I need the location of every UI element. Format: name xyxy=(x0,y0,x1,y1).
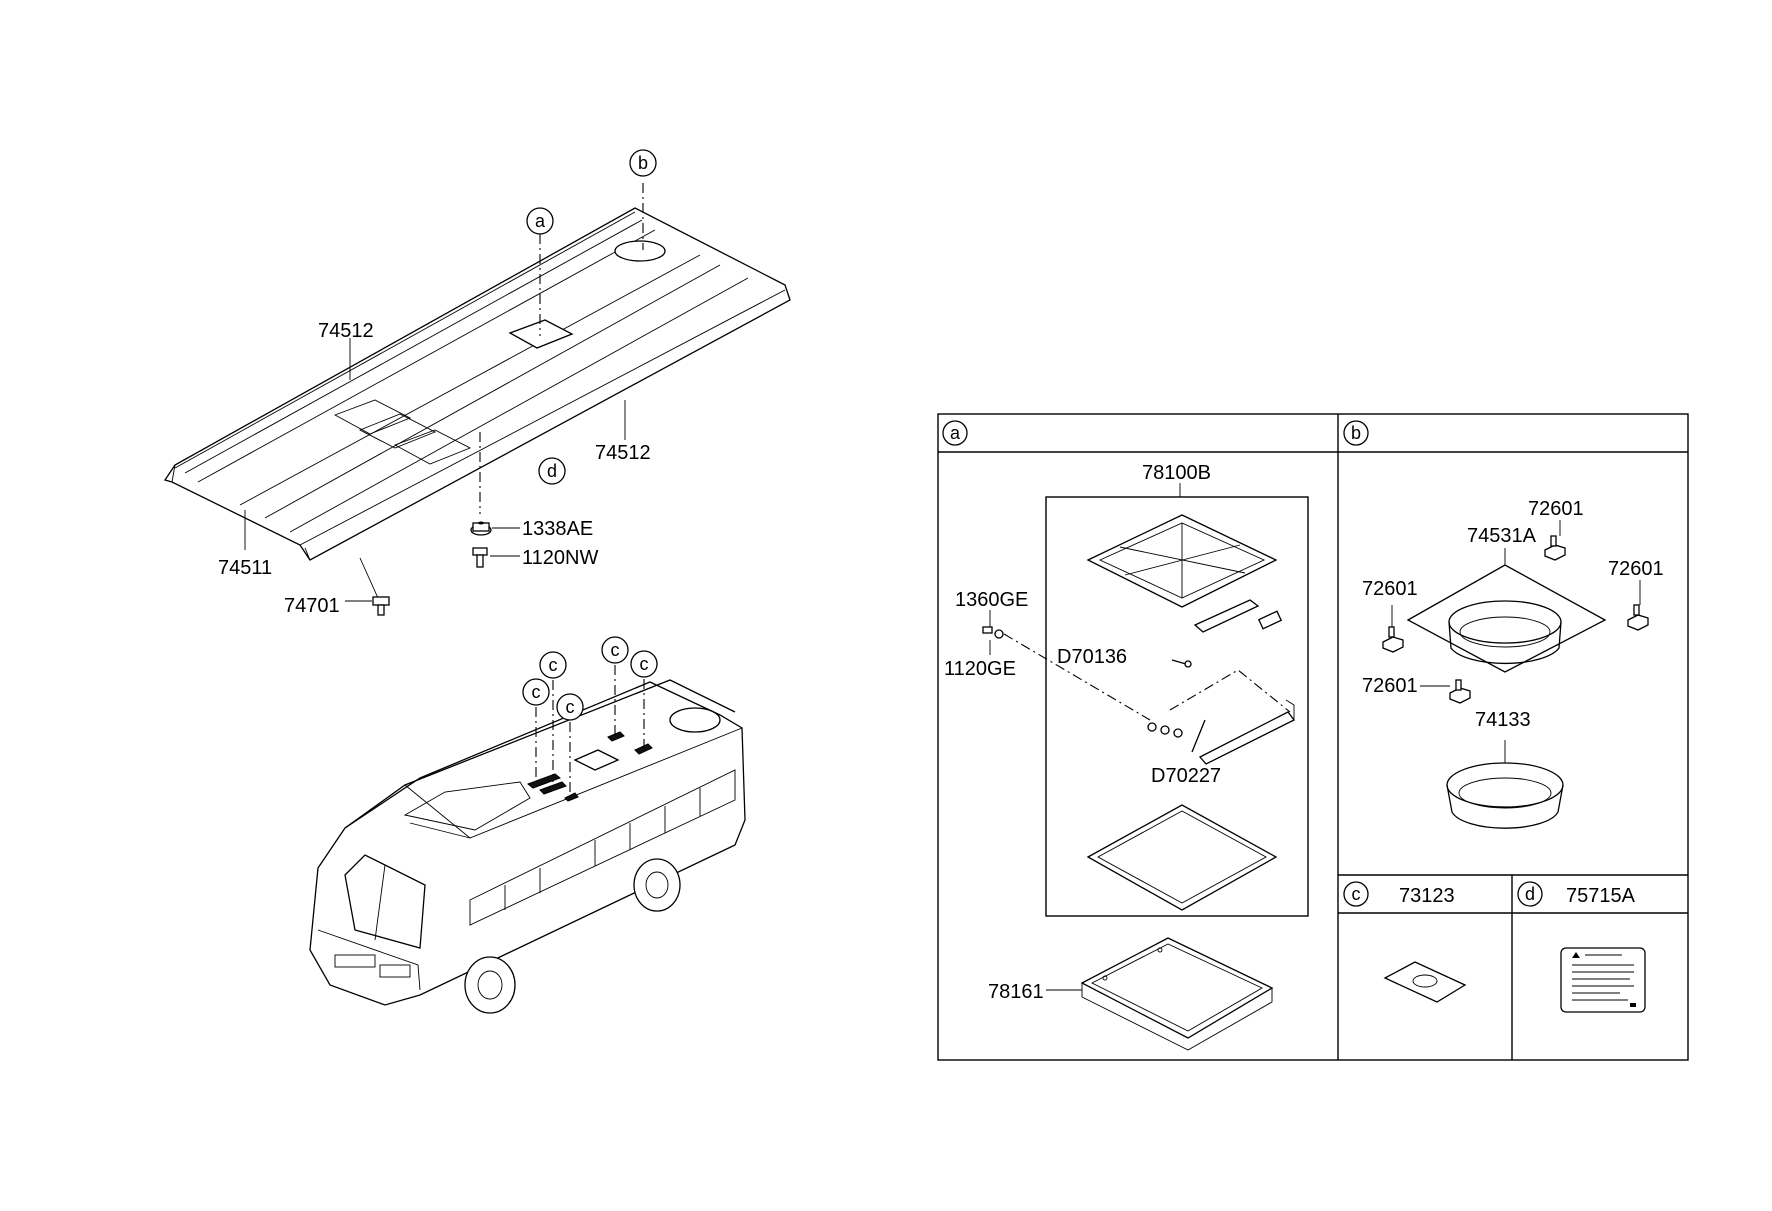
section-b-header: b xyxy=(1343,420,1369,446)
callout-c-bus-5: c xyxy=(630,650,658,678)
label-74512-right: 74512 xyxy=(595,442,651,464)
callout-a-roof: a xyxy=(526,207,554,235)
detail-table xyxy=(937,413,1689,1061)
label-1338AE: 1338AE xyxy=(522,518,593,540)
label-D70227: D70227 xyxy=(1151,765,1221,787)
label-72601-bottom: 72601 xyxy=(1362,675,1418,697)
label-1120GE: 1120GE xyxy=(944,658,1016,680)
bolt-1360GE xyxy=(982,626,1004,639)
svg-text:b: b xyxy=(1351,423,1361,443)
label-72601-right: 72601 xyxy=(1608,558,1664,580)
section-a-header: a xyxy=(942,420,968,446)
label-74531A: 74531A xyxy=(1467,525,1537,547)
label-72601-left: 72601 xyxy=(1362,578,1418,600)
pad-73123 xyxy=(1383,961,1467,1003)
label-78161: 78161 xyxy=(988,981,1044,1003)
roof-panel-drawing xyxy=(163,183,791,616)
label-73123: 73123 xyxy=(1399,885,1455,907)
hatch-assembly-drawing xyxy=(1003,483,1309,917)
clip-74701 xyxy=(372,596,390,616)
svg-text:c: c xyxy=(532,682,541,702)
label-75715A: 75715A xyxy=(1566,885,1636,907)
callout-b-roof: b xyxy=(629,149,657,177)
svg-text:a: a xyxy=(535,211,546,231)
hatch-opening-a xyxy=(508,319,574,349)
label-74512-top: 74512 xyxy=(318,320,374,342)
svg-text:c: c xyxy=(1352,884,1361,904)
svg-text:c: c xyxy=(566,697,575,717)
label-D70136: D70136 xyxy=(1057,646,1127,668)
vent-assembly-drawing xyxy=(1382,520,1649,829)
section-d-header: d xyxy=(1517,881,1543,907)
callout-c-bus-2: c xyxy=(539,651,567,679)
callout-c-bus-3: c xyxy=(556,693,584,721)
svg-text:c: c xyxy=(611,640,620,660)
label-1360GE: 1360GE xyxy=(955,589,1028,611)
vent-opening-b xyxy=(614,240,666,262)
callout-c-bus-1: c xyxy=(522,678,550,706)
svg-text:c: c xyxy=(640,654,649,674)
svg-text:c: c xyxy=(549,655,558,675)
caution-label-75715A xyxy=(1560,947,1646,1013)
label-78100B: 78100B xyxy=(1142,462,1211,484)
svg-text:a: a xyxy=(950,423,961,443)
section-c-header: c xyxy=(1343,881,1369,907)
label-1120NW: 1120NW xyxy=(522,547,598,569)
svg-text:d: d xyxy=(547,461,557,481)
bus-drawing xyxy=(309,665,746,1014)
tray-78161 xyxy=(1080,937,1274,1051)
callout-c-bus-4: c xyxy=(601,636,629,664)
svg-text:d: d xyxy=(1525,884,1535,904)
label-74133: 74133 xyxy=(1475,709,1531,731)
label-72601-top: 72601 xyxy=(1528,498,1584,520)
svg-text:b: b xyxy=(638,153,648,173)
label-74701: 74701 xyxy=(284,595,340,617)
nut-1338AE xyxy=(470,521,492,536)
label-74511: 74511 xyxy=(218,557,272,579)
bolt-1120NW xyxy=(472,547,488,568)
callout-d-roof: d xyxy=(538,457,566,485)
